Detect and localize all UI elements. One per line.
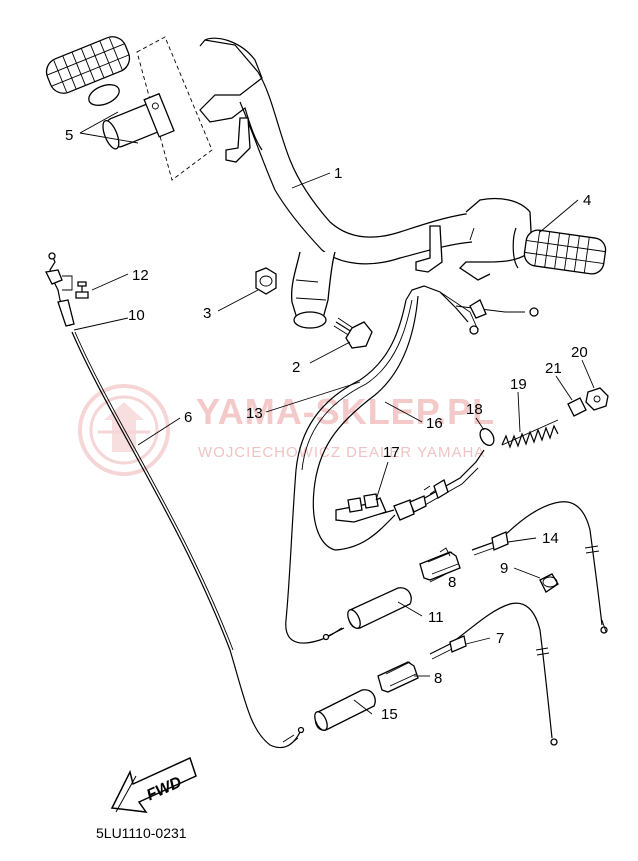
left-grip-assembly xyxy=(45,36,213,181)
callout-6: 6 xyxy=(184,409,192,426)
left-grip-rubber xyxy=(45,36,131,94)
callout-7: 7 xyxy=(496,630,504,647)
callout-numbers: 1 2 3 4 5 6 7 8 9 10 11 12 13 14 15 16 1… xyxy=(65,127,591,723)
handlebar-clamp-left xyxy=(225,117,251,163)
cable-16 xyxy=(312,295,419,551)
callout-9: 9 xyxy=(500,560,508,577)
screw xyxy=(75,281,89,299)
cable-13 xyxy=(285,285,539,644)
watermark-title: YAMA-SKLEP.PL xyxy=(196,391,495,432)
watermark-logo-icon xyxy=(78,384,170,476)
callout-4: 4 xyxy=(583,192,591,209)
handlebar-tube-upper xyxy=(257,71,481,238)
watermark-subtitle: WOJCIECHOWICZ DEALER YAMAHA xyxy=(198,444,485,461)
cable-joint-upper xyxy=(419,547,461,581)
cable-boot-11 xyxy=(322,587,412,641)
fwd-arrow-icon: FWD xyxy=(110,756,197,813)
callout-2: 2 xyxy=(292,359,300,376)
cable-joint-lower xyxy=(377,661,419,693)
left-throttle-sleeve xyxy=(102,92,175,150)
cap xyxy=(539,573,559,593)
watermark: YAMA-SKLEP.PL WOJCIECHOWICZ DEALER YAMAH… xyxy=(78,384,495,476)
callout-13: 13 xyxy=(246,405,263,422)
callout-20: 20 xyxy=(571,344,588,361)
spring xyxy=(501,419,559,449)
handlebar xyxy=(199,37,533,329)
o-ring xyxy=(479,427,495,447)
callout-19: 19 xyxy=(510,376,527,393)
callout-8-upper: 8 xyxy=(448,574,456,591)
handlebar-tube-lower xyxy=(239,101,473,265)
callout-15: 15 xyxy=(381,706,398,723)
callout-10: 10 xyxy=(128,307,145,324)
handlebar-right-housing xyxy=(458,197,533,281)
handlebar-left-end xyxy=(199,37,263,151)
callout-17: 17 xyxy=(383,444,400,461)
callout-18: 18 xyxy=(466,401,483,418)
adjuster xyxy=(567,397,587,417)
callout-12: 12 xyxy=(132,267,149,284)
callout-5: 5 xyxy=(65,127,73,144)
right-grip xyxy=(512,227,607,275)
bolt xyxy=(333,317,373,349)
throttle-cable xyxy=(45,252,305,749)
diagram-code: 5LU1110-0231 xyxy=(96,825,187,841)
cable-boot-15 xyxy=(314,689,376,731)
leader-lines xyxy=(73,111,595,715)
callout-21: 21 xyxy=(545,360,562,377)
callout-16: 16 xyxy=(426,415,443,432)
callout-8-lower: 8 xyxy=(434,670,442,687)
callout-3: 3 xyxy=(203,305,211,322)
cable-14 xyxy=(471,501,608,634)
callout-1: 1 xyxy=(334,165,342,182)
adjuster-rod xyxy=(379,449,485,521)
left-grip-dashed-box xyxy=(136,36,213,181)
left-grip-flange xyxy=(88,84,120,106)
brake-cable xyxy=(429,602,558,746)
nut xyxy=(255,267,277,295)
handlebar-clamp-right xyxy=(415,225,443,273)
clamp xyxy=(335,493,387,523)
adjuster-nut xyxy=(585,387,609,411)
handlebar-riser xyxy=(290,251,336,323)
callout-11: 11 xyxy=(428,609,444,626)
callout-14: 14 xyxy=(542,530,559,547)
